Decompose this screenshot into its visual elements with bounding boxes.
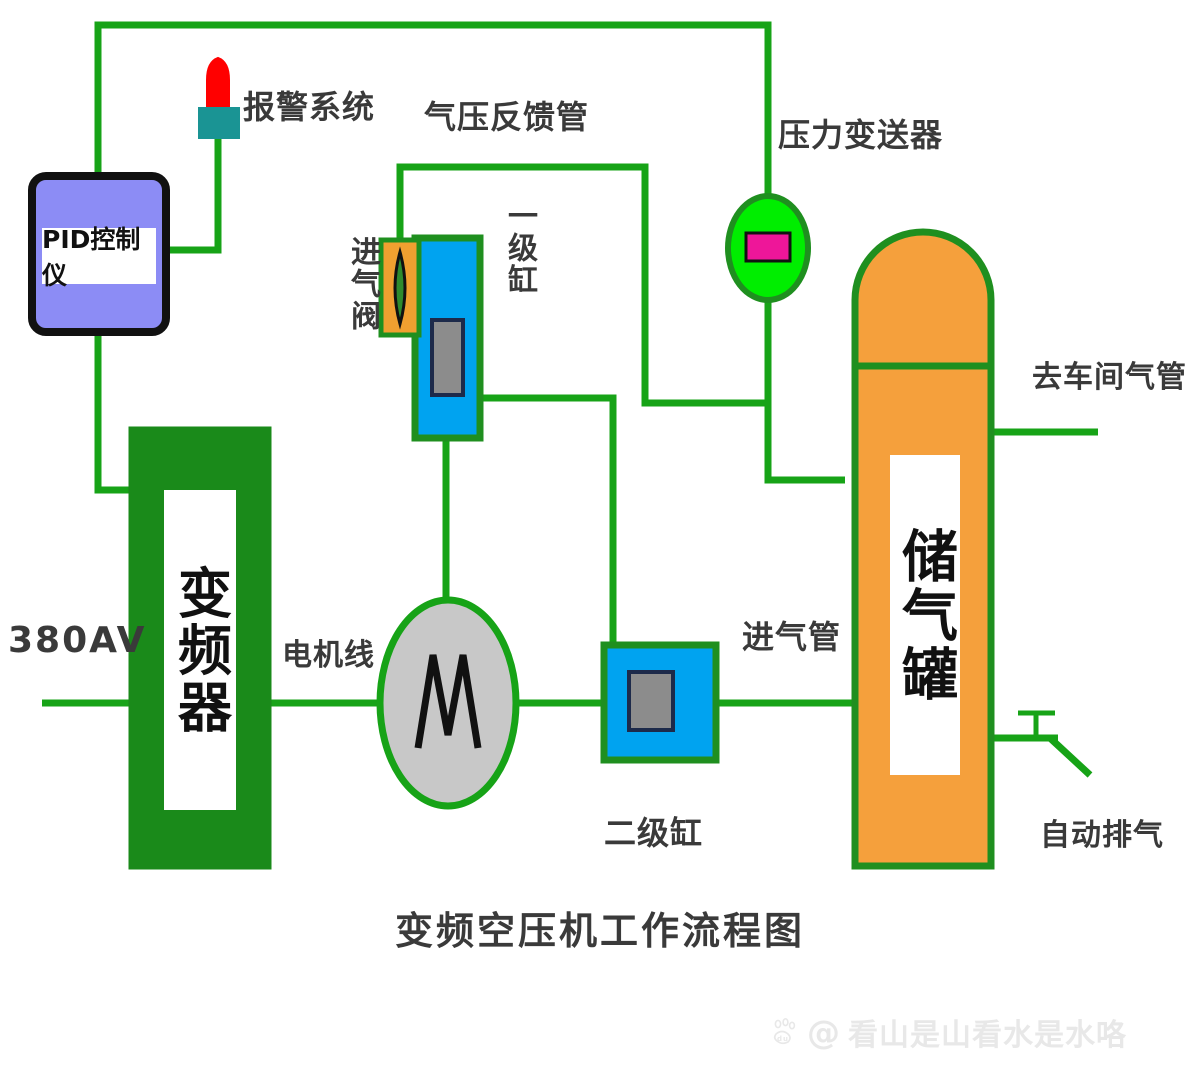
- pipe-pid-to-transmitter: [94, 21, 772, 200]
- pipe-pid-to-inverter: [94, 332, 130, 494]
- pipe-network: [42, 21, 1098, 778]
- intake-valve-label: 进气阀: [345, 236, 380, 332]
- motor-body: [376, 596, 520, 810]
- watermark-text: 看山是山看水是水咯: [848, 1018, 1127, 1053]
- watermark: du @ 看山是山看水是水咯: [770, 1010, 1127, 1054]
- diagram-title: 变频空压机工作流程图: [394, 909, 805, 953]
- pid-controller-label: PID控制仪: [42, 225, 156, 290]
- motor-m-glyph: [414, 654, 482, 749]
- first-stage-cylinder-label: 一级缸: [502, 200, 537, 296]
- inverter-label: 变频器: [164, 490, 236, 810]
- auto-drain-label: 自动排气: [1040, 818, 1164, 853]
- alarm-beacon-lamp: [206, 56, 230, 121]
- alarm-system-label: 报警系统: [243, 88, 376, 126]
- pressure-transmitter-label: 压力变送器: [778, 116, 944, 154]
- svg-text:du: du: [777, 1035, 789, 1043]
- workshop-air-pipe-label: 去车间气管: [1032, 360, 1187, 395]
- pipe-pressure-feedback: [396, 163, 768, 407]
- pipe-transmitter-to-tank: [764, 296, 845, 484]
- air-storage-tank-label: 储气罐: [890, 455, 960, 775]
- pipe-auto-drain-outlet: [1047, 735, 1093, 778]
- pipe-stage1-to-stage2: [480, 394, 617, 645]
- pipe-pid-to-alarm: [168, 128, 222, 254]
- motor-cable-label: 电机线: [282, 638, 375, 673]
- auto-drain-valve-handle: [1018, 710, 1055, 740]
- pressure-feedback-pipe-label: 气压反馈管: [424, 98, 590, 136]
- second-stage-cylinder-label: 二级缸: [604, 814, 704, 852]
- first-stage-piston: [430, 318, 465, 397]
- tank-dome: [851, 228, 995, 374]
- baidu-paw-icon: du: [770, 1017, 800, 1047]
- alarm-beacon-base: [198, 107, 240, 139]
- power-supply-label: 380AV: [8, 620, 147, 661]
- pressure-transmitter-display: [744, 231, 792, 263]
- watermark-at: @: [807, 1012, 841, 1052]
- second-stage-piston: [627, 670, 675, 732]
- intake-pipe-label: 进气管: [742, 618, 842, 656]
- intake-valve-symbol: [393, 246, 407, 330]
